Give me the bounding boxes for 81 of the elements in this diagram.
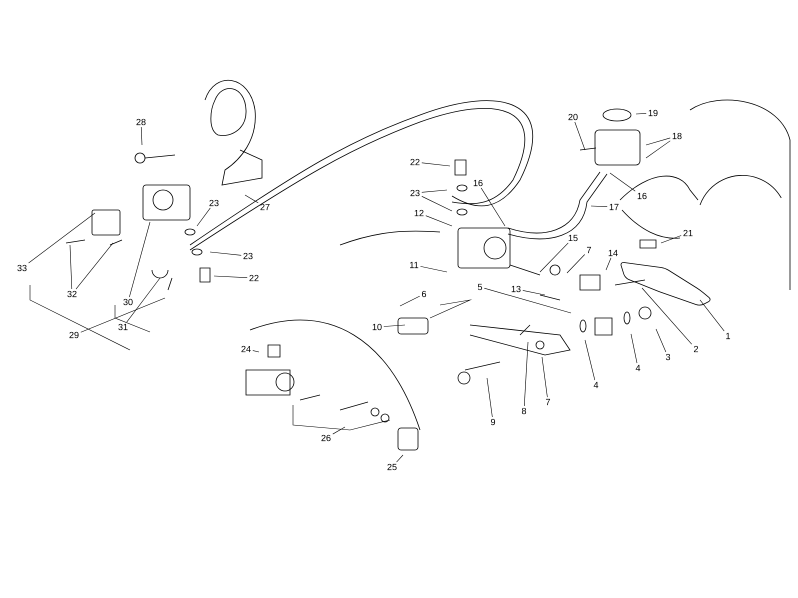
callout-number: 33 bbox=[17, 264, 27, 272]
callout-number: 10 bbox=[372, 324, 382, 330]
leader-line bbox=[140, 126, 142, 146]
callout-number: 15 bbox=[568, 234, 578, 242]
leader-line bbox=[126, 278, 160, 322]
callout-number: 29 bbox=[69, 332, 79, 338]
callout-number: 14 bbox=[608, 250, 618, 256]
callout-number: 32 bbox=[67, 290, 77, 298]
callout-number: 13 bbox=[512, 286, 521, 292]
leader-line bbox=[244, 194, 259, 204]
leader-line bbox=[524, 342, 528, 406]
leader-line bbox=[642, 288, 692, 344]
callout-number: 1 bbox=[726, 332, 730, 340]
callout-number: 2 bbox=[694, 346, 698, 352]
leader-line bbox=[252, 350, 260, 352]
callout-number: 22 bbox=[410, 158, 420, 166]
leader-line bbox=[574, 122, 586, 150]
leader-line bbox=[80, 298, 166, 333]
callout-number: 4 bbox=[636, 364, 640, 372]
callout-number: 12 bbox=[414, 210, 424, 216]
callout-number: 6 bbox=[422, 290, 426, 298]
leader-line bbox=[422, 162, 450, 166]
leader-line bbox=[590, 206, 608, 207]
leader-line bbox=[542, 356, 548, 398]
leader-line bbox=[522, 290, 546, 296]
leader-line bbox=[636, 113, 647, 114]
leader-line bbox=[28, 212, 96, 264]
leader-line bbox=[129, 222, 150, 298]
callout-number: 26 bbox=[321, 434, 331, 442]
leader-line bbox=[660, 235, 682, 244]
leader-line bbox=[606, 258, 612, 270]
leader-line bbox=[422, 196, 452, 212]
callout-number: 23 bbox=[209, 200, 219, 206]
callout-number: 24 bbox=[241, 346, 251, 352]
callout-number: 11 bbox=[410, 262, 418, 268]
callout-number: 22 bbox=[249, 274, 259, 282]
leader-line bbox=[540, 242, 569, 272]
callout-number: 31 bbox=[118, 324, 128, 330]
callout-number: 4 bbox=[594, 382, 598, 388]
leader-line bbox=[426, 215, 452, 226]
callout-number: 9 bbox=[490, 418, 496, 426]
leader-line bbox=[486, 378, 493, 418]
callout-number: 8 bbox=[522, 408, 526, 414]
leader-line bbox=[210, 252, 242, 256]
callout-number: 18 bbox=[672, 132, 682, 140]
leader-line bbox=[484, 288, 572, 314]
leader-line bbox=[480, 188, 506, 226]
leader-line bbox=[610, 172, 636, 192]
leader-line bbox=[630, 334, 638, 364]
leader-line bbox=[422, 190, 448, 193]
leader-line bbox=[584, 340, 596, 380]
callout-number: 5 bbox=[478, 284, 482, 290]
leader-line bbox=[384, 324, 406, 327]
callout-number: 3 bbox=[666, 354, 670, 360]
leader-line bbox=[70, 244, 72, 290]
callout-number: 20 bbox=[568, 114, 578, 120]
leader-line bbox=[214, 276, 248, 278]
leader-line bbox=[400, 296, 420, 306]
callout-number: 25 bbox=[387, 464, 397, 470]
callout-number: 23 bbox=[243, 252, 253, 260]
leader-line bbox=[420, 266, 448, 272]
callout-number: 23 bbox=[410, 190, 420, 196]
leader-line bbox=[332, 426, 346, 434]
callout-number: 19 bbox=[648, 110, 658, 116]
leader-line bbox=[646, 138, 671, 146]
leader-line bbox=[700, 300, 724, 332]
callout-number: 21 bbox=[683, 230, 693, 236]
leader-line bbox=[656, 328, 666, 352]
callout-number: 27 bbox=[260, 204, 270, 210]
leader-line bbox=[396, 454, 404, 462]
leader-line bbox=[196, 208, 211, 226]
callout-number: 16 bbox=[638, 192, 647, 200]
leader-line bbox=[76, 242, 114, 290]
callout-number: 7 bbox=[546, 398, 550, 406]
leader-line bbox=[566, 254, 585, 274]
callout-number: 17 bbox=[610, 204, 619, 210]
callout-number: 16 bbox=[474, 180, 483, 186]
leader-line bbox=[646, 140, 671, 158]
callout-number: 28 bbox=[136, 118, 146, 126]
callout-number: 30 bbox=[123, 298, 133, 306]
callout-number: 7 bbox=[586, 246, 592, 254]
